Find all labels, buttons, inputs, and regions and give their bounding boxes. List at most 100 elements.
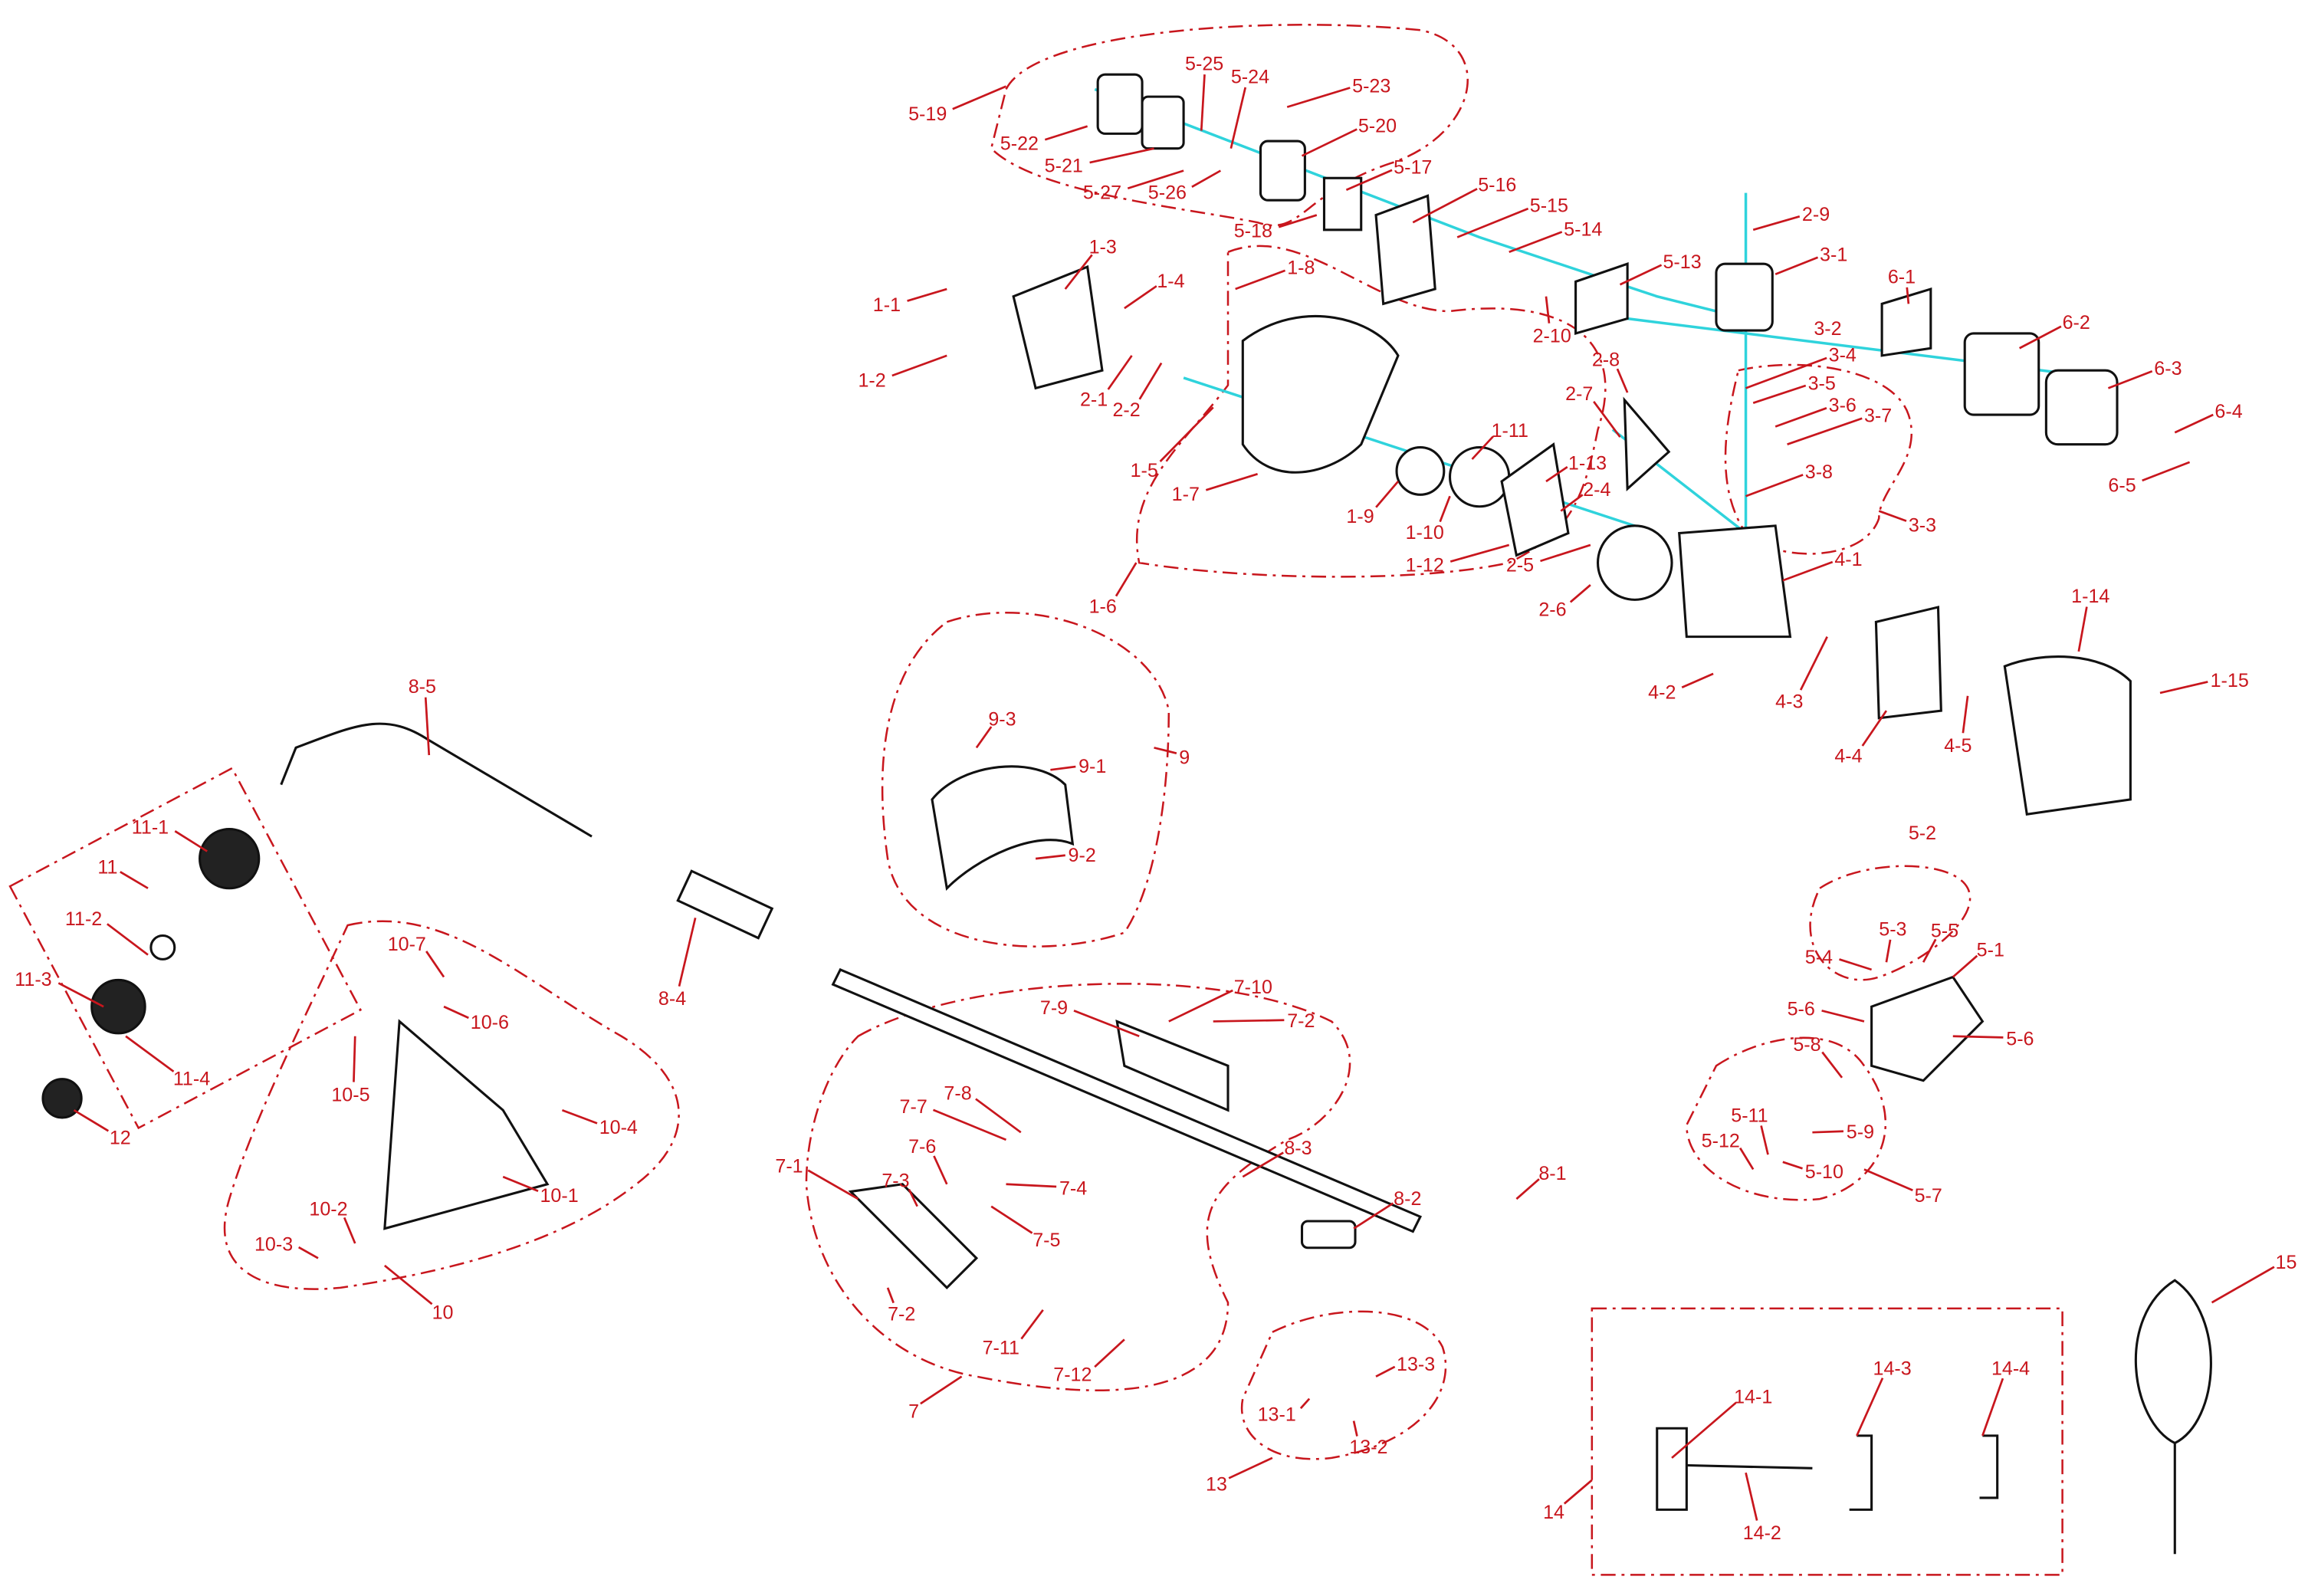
- part-label-5-13: 5-13: [1663, 251, 1701, 273]
- part-label-10: 10: [432, 1302, 454, 1323]
- leader-line-3-3: [1878, 510, 1907, 522]
- part-label-7-2: 7-2: [1287, 1010, 1315, 1032]
- part-label-5-14: 5-14: [1564, 219, 1602, 241]
- leader-line-5-19: [952, 85, 1007, 110]
- leader-line-13-1: [1299, 1397, 1311, 1410]
- guard: [383, 1019, 550, 1230]
- muffler: [1963, 332, 2040, 416]
- part-label-10-5: 10-5: [331, 1085, 369, 1106]
- part-label-2-8: 2-8: [1592, 349, 1620, 370]
- leader-line-2-4: [1560, 494, 1584, 512]
- handle-bar-8-5: [280, 722, 593, 838]
- leader-line-14: [1563, 1479, 1593, 1505]
- leader-line-7-12: [1094, 1338, 1125, 1368]
- flywheel: [1596, 524, 1673, 601]
- part-label-14-4: 14-4: [1991, 1358, 2030, 1380]
- engine-cover: [2003, 655, 2132, 816]
- part-label-4-4: 4-4: [1834, 746, 1862, 767]
- part-label-5-11: 5-11: [1731, 1105, 1768, 1127]
- leader-line-5-7: [1863, 1168, 1913, 1192]
- leader-line-10: [383, 1264, 433, 1305]
- leader-line-7-2: [886, 1287, 895, 1304]
- leader-line-6-1: [1906, 287, 1910, 304]
- part-label-13-2: 13-2: [1349, 1437, 1387, 1458]
- leader-line-10-4: [561, 1108, 598, 1125]
- part-label-14: 14: [1543, 1502, 1564, 1523]
- part-label-6-3: 6-3: [2154, 358, 2182, 379]
- leader-line-1-15: [2159, 681, 2208, 695]
- part-label-12: 12: [110, 1128, 131, 1149]
- leader-line-12: [73, 1109, 110, 1132]
- part-label-5-20: 5-20: [1358, 115, 1397, 136]
- part-label-6-1: 6-1: [1888, 266, 1916, 287]
- part-label-1-6: 1-6: [1089, 596, 1117, 618]
- part-label-7-3: 7-3: [882, 1171, 909, 1192]
- part-label-1-12: 1-12: [1406, 555, 1444, 576]
- leader-line-9-1: [1050, 765, 1076, 771]
- leader-line-13-2: [1352, 1420, 1358, 1437]
- leader-line-1-4: [1124, 285, 1157, 310]
- part-label-6-5: 6-5: [2108, 475, 2136, 496]
- leader-line-5-17: [1345, 169, 1393, 191]
- part-label-9-3: 9-3: [988, 708, 1016, 730]
- part-label-2-7: 2-7: [1565, 383, 1593, 405]
- part-label-9: 9: [1179, 747, 1190, 769]
- leader-line-10-2: [343, 1217, 356, 1244]
- leader-line-5-5: [1922, 938, 1937, 963]
- leader-line-5-9: [1812, 1130, 1843, 1134]
- starter-pulley: [1448, 446, 1511, 508]
- part-label-8-1: 8-1: [1538, 1163, 1566, 1184]
- part-label-3-8: 3-8: [1805, 461, 1833, 483]
- leader-line-1-2: [891, 354, 947, 377]
- part-label-5-15: 5-15: [1530, 195, 1568, 217]
- leader-line-7-2: [1213, 1019, 1285, 1023]
- part-label-4-5: 4-5: [1944, 735, 1971, 757]
- leader-line-3-1: [1775, 256, 1819, 275]
- part-label-2-2: 2-2: [1112, 399, 1140, 421]
- leader-line-5-16: [1412, 188, 1478, 224]
- leader-line-1-11: [1471, 435, 1494, 460]
- part-label-3-5: 3-5: [1808, 373, 1836, 394]
- insulator-gasket: [1374, 194, 1436, 306]
- leader-line-5-3: [1885, 939, 1892, 963]
- leader-line-9-3: [975, 726, 993, 749]
- part-label-3-2: 3-2: [1814, 318, 1841, 340]
- gear-head: [1870, 975, 1985, 1082]
- leader-line-1-6: [1115, 562, 1138, 597]
- part-label-5-4: 5-4: [1805, 947, 1833, 968]
- part-label-3-6: 3-6: [1829, 395, 1857, 416]
- part-label-7-1: 7-1: [775, 1155, 803, 1177]
- part-label-1-8: 1-8: [1287, 258, 1315, 279]
- group-9-boundary: [881, 612, 1170, 947]
- part-label-5-16: 5-16: [1478, 175, 1516, 196]
- leader-line-3-6: [1775, 407, 1827, 428]
- leader-line-5-10: [1782, 1161, 1803, 1170]
- leader-line-2-7: [1593, 400, 1621, 438]
- part-label-10-6: 10-6: [471, 1012, 509, 1033]
- group-5-7-boundary: [1686, 1036, 1887, 1201]
- part-label-9-1: 9-1: [1078, 756, 1106, 777]
- part-label-9-2: 9-2: [1069, 845, 1096, 866]
- leader-line-7-1: [807, 1169, 859, 1200]
- air-filter-element: [1141, 95, 1185, 150]
- group-1-6-boundary: [1135, 245, 1607, 578]
- leader-line-1-10: [1439, 495, 1451, 523]
- part-label-5-25: 5-25: [1185, 53, 1223, 74]
- part-label-5-23: 5-23: [1352, 75, 1390, 97]
- part-label-5-8: 5-8: [1793, 1034, 1820, 1056]
- leader-line-5-6: [1952, 1035, 2004, 1039]
- part-label-11-4: 11-4: [173, 1068, 210, 1089]
- group-14-boundary: [1591, 1307, 2063, 1576]
- leader-line-7-10: [1168, 989, 1233, 1023]
- leader-line-14-2: [1745, 1472, 1758, 1521]
- part-label-8-5: 8-5: [409, 676, 436, 698]
- leader-line-6-3: [2107, 369, 2153, 389]
- leader-line-1-14: [2077, 606, 2088, 652]
- part-label-7-10: 7-10: [1234, 977, 1272, 998]
- part-label-2-1: 2-1: [1080, 389, 1108, 411]
- part-label-5-24: 5-24: [1231, 67, 1269, 88]
- part-label-10-7: 10-7: [388, 934, 426, 955]
- leader-line-5-11: [1760, 1125, 1769, 1155]
